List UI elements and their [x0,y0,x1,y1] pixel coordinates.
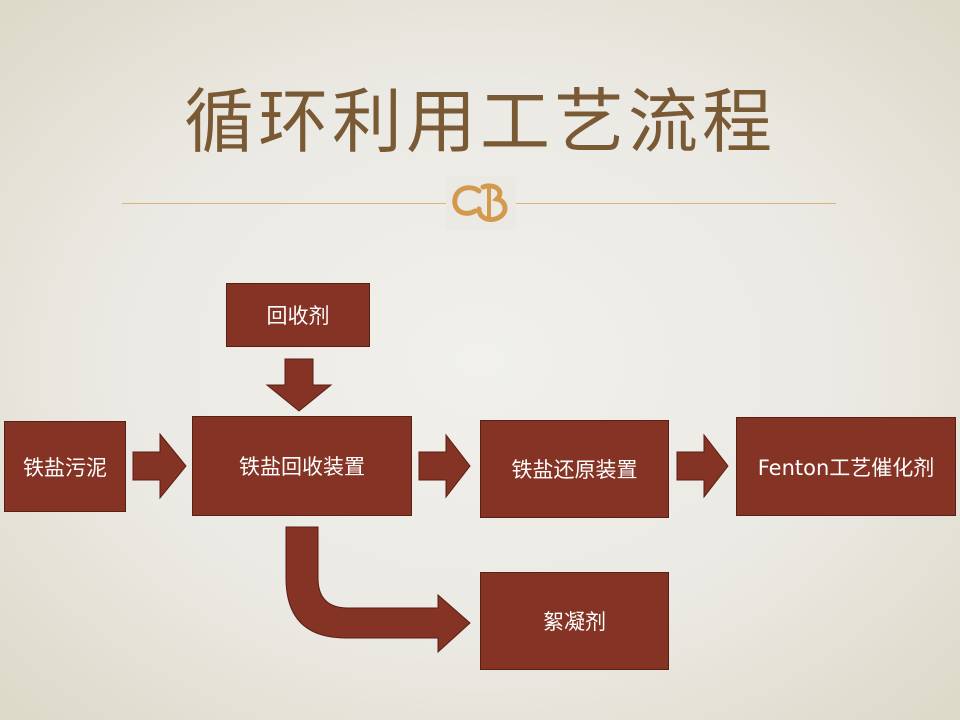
arrow-bent [285,526,471,654]
node-iron-sludge: 铁盐污泥 [4,421,126,512]
node-reduction-device: 铁盐还原装置 [480,420,669,518]
arrow-right-3 [676,433,729,499]
slide-title: 循环利用工艺流程 [184,81,776,163]
arrow-down [265,358,333,412]
node-fenton-catalyst: Fenton工艺催化剂 [736,417,956,516]
arrow-right-1 [132,432,187,500]
node-recovery-device: 铁盐回收装置 [192,416,412,516]
node-recovery-agent: 回收剂 [226,283,370,347]
node-flocculant: 絮凝剂 [480,572,669,670]
ornament-icon [446,176,516,230]
arrow-right-2 [418,433,471,499]
